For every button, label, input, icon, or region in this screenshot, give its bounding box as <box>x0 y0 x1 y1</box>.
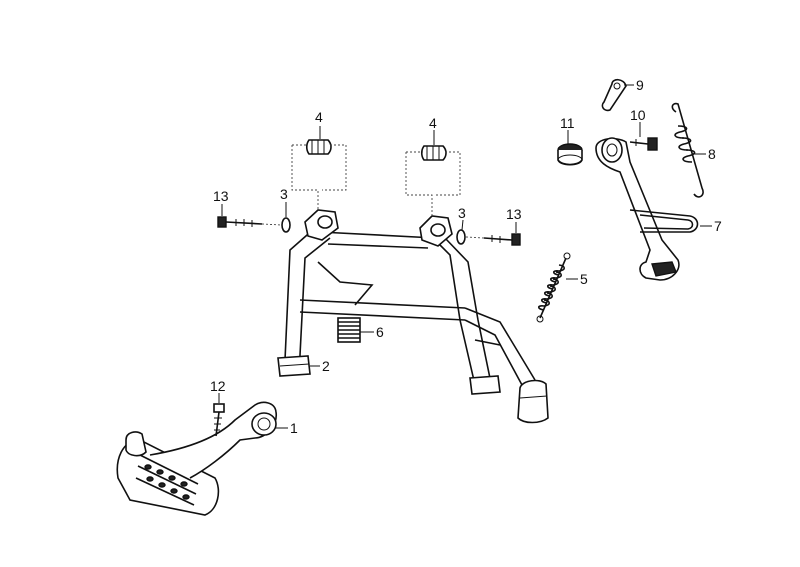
bushing-right-part-4[interactable] <box>420 145 447 161</box>
callout-13-left: 13 <box>213 188 229 204</box>
side-stand-part-7[interactable] <box>595 137 699 281</box>
callout-2: 2 <box>322 358 330 374</box>
callout-12: 12 <box>210 378 226 394</box>
callout-6: 6 <box>376 324 384 340</box>
callout-4-right: 4 <box>429 115 437 131</box>
spring-part-5[interactable] <box>536 252 571 323</box>
stand-right-boss <box>419 215 453 247</box>
stand-foot-part-2[interactable] <box>277 355 311 377</box>
callout-13-right: 13 <box>506 206 522 222</box>
callout-10: 10 <box>630 107 646 123</box>
rubber-part-11[interactable] <box>557 143 583 166</box>
callout-3-left: 3 <box>280 186 288 202</box>
pedal-arm-part-1[interactable] <box>116 401 277 516</box>
main-stand-frame[interactable] <box>279 227 536 389</box>
spring-part-8[interactable] <box>671 102 704 198</box>
stand-left-boss <box>304 209 339 241</box>
stand-pedal-rubber <box>517 379 549 424</box>
bolt-right-part-13[interactable] <box>483 233 521 246</box>
callout-9: 9 <box>636 77 644 93</box>
callout-4-left: 4 <box>315 109 323 125</box>
callout-7: 7 <box>714 218 722 234</box>
bolt-part-12[interactable] <box>213 403 225 437</box>
bushing-left-part-4[interactable] <box>305 139 332 155</box>
callout-5: 5 <box>580 271 588 287</box>
stand-right-foot <box>469 375 501 395</box>
callout-3-right: 3 <box>458 205 466 221</box>
washer-right-part-3[interactable] <box>456 229 466 245</box>
bolt-left-part-13[interactable] <box>217 216 263 228</box>
spring-part-6[interactable] <box>337 317 361 343</box>
clip-part-9[interactable] <box>601 78 627 112</box>
bolt-part-10[interactable] <box>629 137 658 151</box>
washer-left-part-3[interactable] <box>281 217 291 233</box>
callout-8: 8 <box>708 146 716 162</box>
callout-1: 1 <box>290 420 298 436</box>
callout-11: 11 <box>560 115 575 131</box>
